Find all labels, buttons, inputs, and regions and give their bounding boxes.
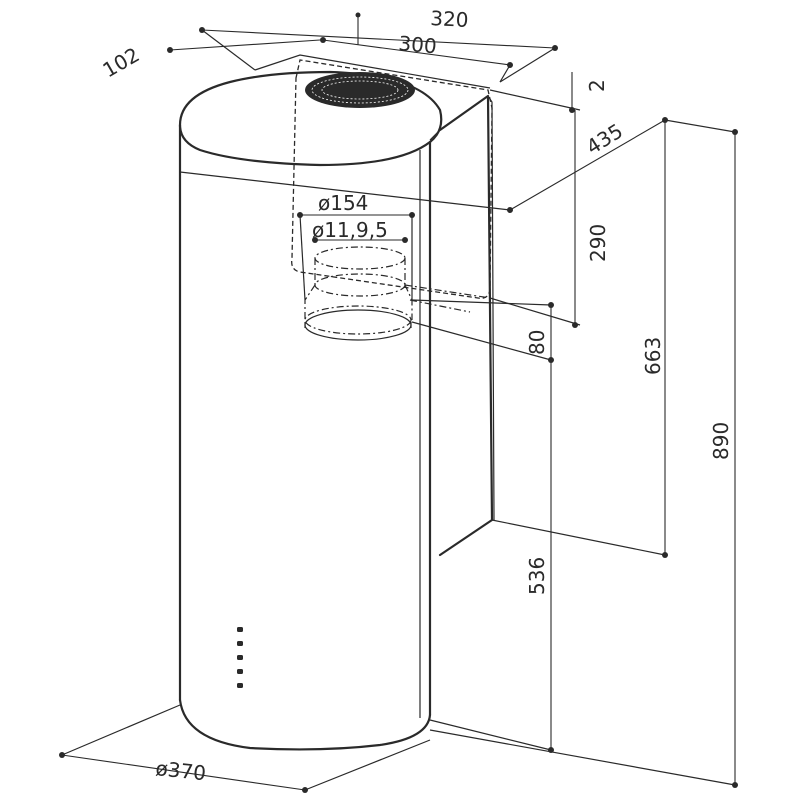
label-depth: 435 xyxy=(582,119,627,160)
cylinder-body xyxy=(178,70,443,751)
control-button[interactable] xyxy=(237,641,243,646)
dimension-lines xyxy=(59,12,738,793)
control-button[interactable] xyxy=(237,655,243,660)
label-lower-height: 536 xyxy=(525,557,549,595)
label-duct-outer: ø154 xyxy=(318,191,368,215)
back-plate xyxy=(429,94,495,557)
label-width-top: 320 xyxy=(430,6,469,32)
filter-grille xyxy=(305,72,415,108)
top-plate-outline xyxy=(254,54,493,299)
dimension-labels: 320 300 102 2 435 ø154 ø11,9,5 290 80 66… xyxy=(99,6,734,785)
label-duct-height: 290 xyxy=(586,224,610,262)
label-width-inner: 300 xyxy=(398,31,438,58)
control-button[interactable] xyxy=(237,669,243,674)
control-panel xyxy=(237,627,243,688)
label-flange: 80 xyxy=(525,330,549,355)
label-bracket-height: 663 xyxy=(641,337,665,375)
label-depth-offset: 102 xyxy=(99,42,144,82)
duct-connector xyxy=(304,246,491,341)
label-gap-top: 2 xyxy=(585,79,609,92)
label-total-height: 890 xyxy=(709,422,733,460)
control-button[interactable] xyxy=(237,627,243,632)
label-body-diameter: ø370 xyxy=(154,756,207,785)
control-button[interactable] xyxy=(237,683,243,688)
label-duct-inner: ø11,9,5 xyxy=(312,218,388,242)
